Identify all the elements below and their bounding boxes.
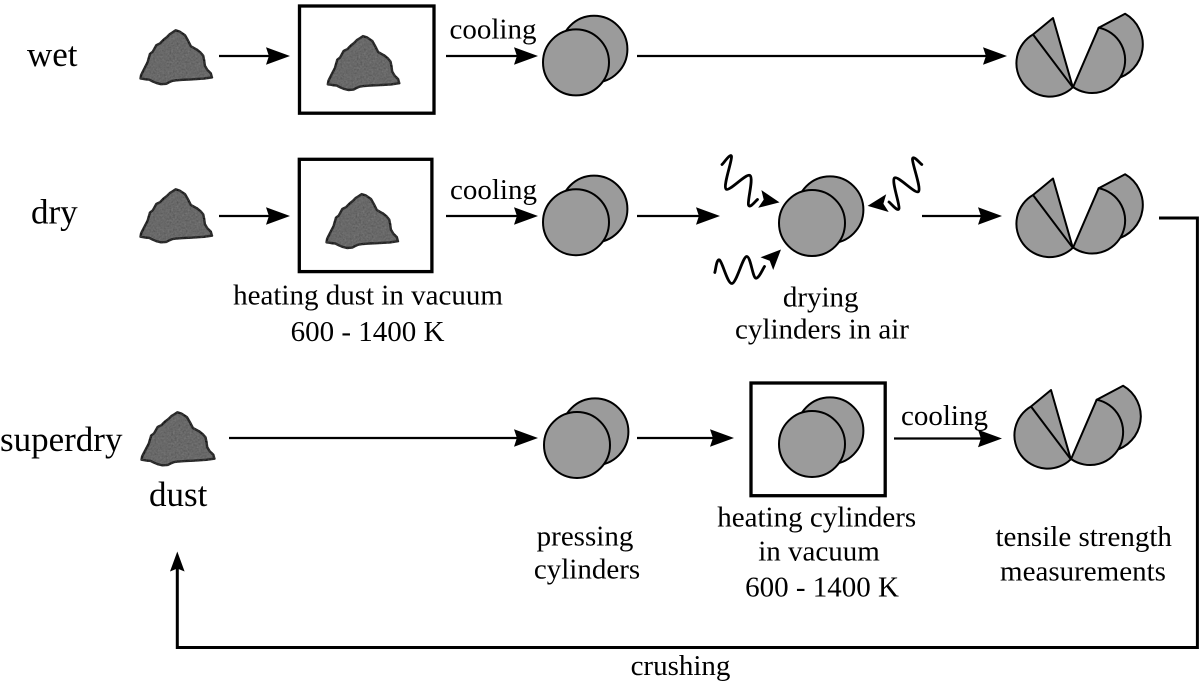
svg-text:drying: drying bbox=[783, 282, 859, 314]
svg-text:dry: dry bbox=[31, 193, 78, 232]
svg-text:tensile strength: tensile strength bbox=[996, 521, 1173, 553]
svg-text:superdry: superdry bbox=[0, 420, 123, 459]
svg-text:wet: wet bbox=[27, 35, 78, 74]
svg-text:cylinders in air: cylinders in air bbox=[735, 314, 909, 346]
svg-text:in vacuum: in vacuum bbox=[758, 535, 880, 567]
svg-text:heating dust in vacuum: heating dust in vacuum bbox=[233, 280, 503, 312]
svg-text:measurements: measurements bbox=[1000, 556, 1166, 588]
svg-text:crushing: crushing bbox=[631, 650, 731, 682]
svg-text:cooling: cooling bbox=[901, 400, 988, 432]
svg-text:pressing: pressing bbox=[537, 521, 634, 553]
svg-text:heating cylinders: heating cylinders bbox=[717, 502, 916, 534]
svg-text:600 - 1400 K: 600 - 1400 K bbox=[291, 316, 445, 348]
svg-text:cylinders: cylinders bbox=[534, 554, 640, 586]
svg-text:600 - 1400 K: 600 - 1400 K bbox=[745, 571, 899, 603]
svg-text:cooling: cooling bbox=[450, 174, 537, 206]
svg-text:dust: dust bbox=[149, 475, 208, 514]
svg-text:cooling: cooling bbox=[450, 14, 537, 46]
